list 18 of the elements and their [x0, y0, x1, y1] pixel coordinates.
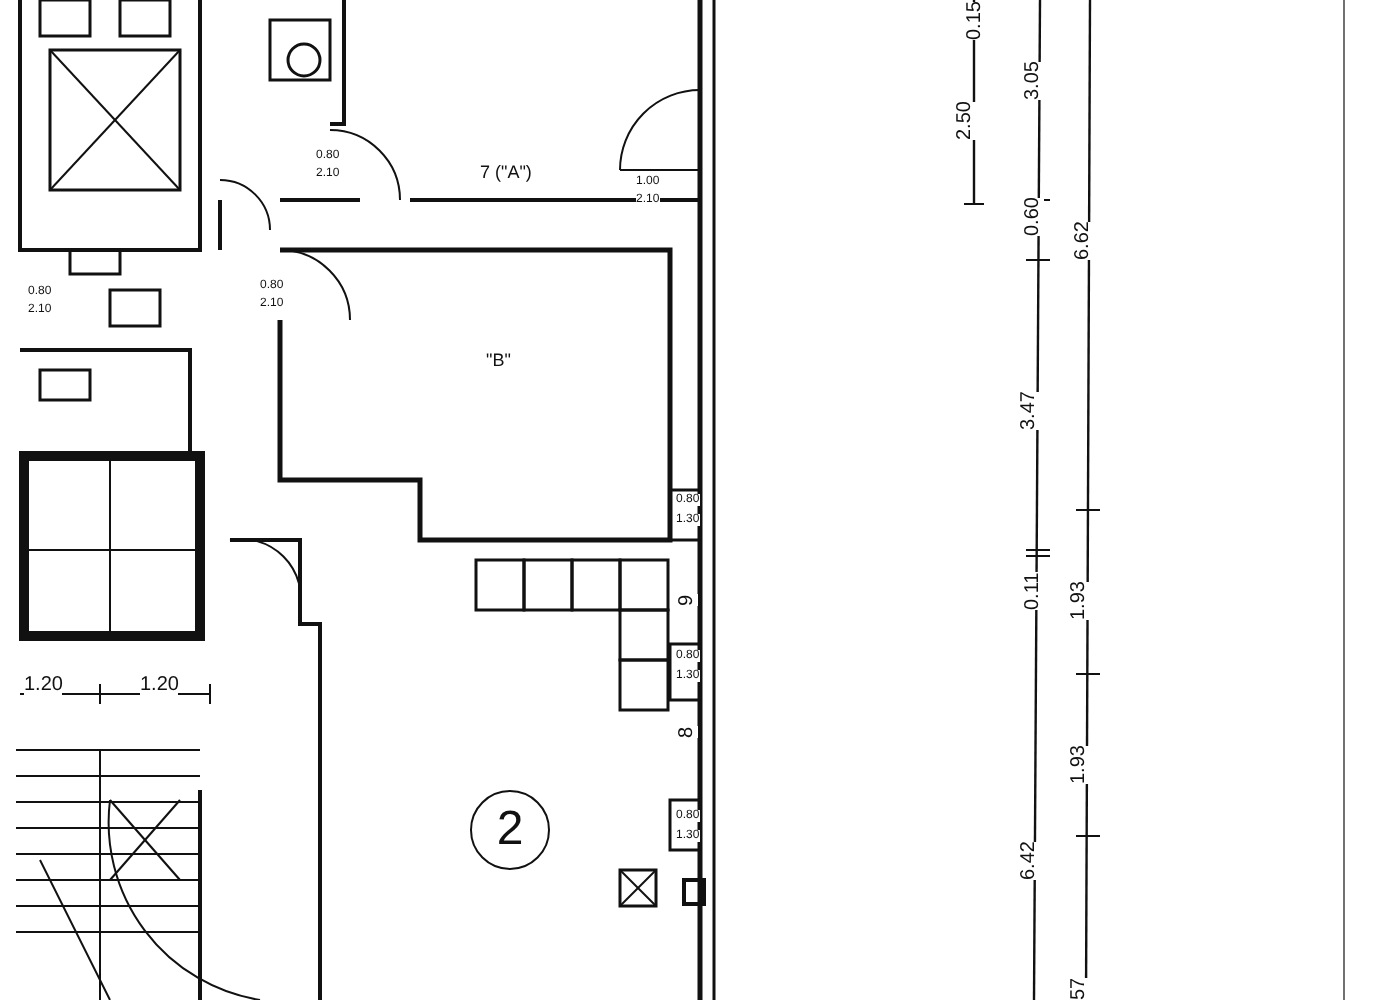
dimension-label: 6.62 [1074, 221, 1094, 260]
room-number: 8 [678, 726, 698, 738]
dimension-label: 6.42 [1020, 841, 1040, 880]
dimension-label: 0.60 [1024, 197, 1044, 236]
dimension-label: 1.20 [24, 676, 63, 696]
room-label: 7 ("A") [480, 164, 532, 182]
dimension-label: 3.47 [1020, 391, 1040, 430]
dimension-label: 3.05 [1024, 61, 1044, 100]
dimension-label: 0.15 [966, 1, 986, 40]
room-label: "B" [486, 352, 511, 370]
dimension-label: 1.93 [1070, 581, 1090, 620]
dimension-label: 1.20 [140, 676, 179, 696]
dimension-label: 57 [1070, 977, 1090, 1000]
room-number: 9 [678, 594, 698, 606]
dimension-label: 1.93 [1070, 745, 1090, 784]
callout-number: 2 [470, 790, 550, 870]
dimension-label: 0.11 [1024, 572, 1044, 610]
dimension-label: 2.50 [956, 101, 976, 140]
